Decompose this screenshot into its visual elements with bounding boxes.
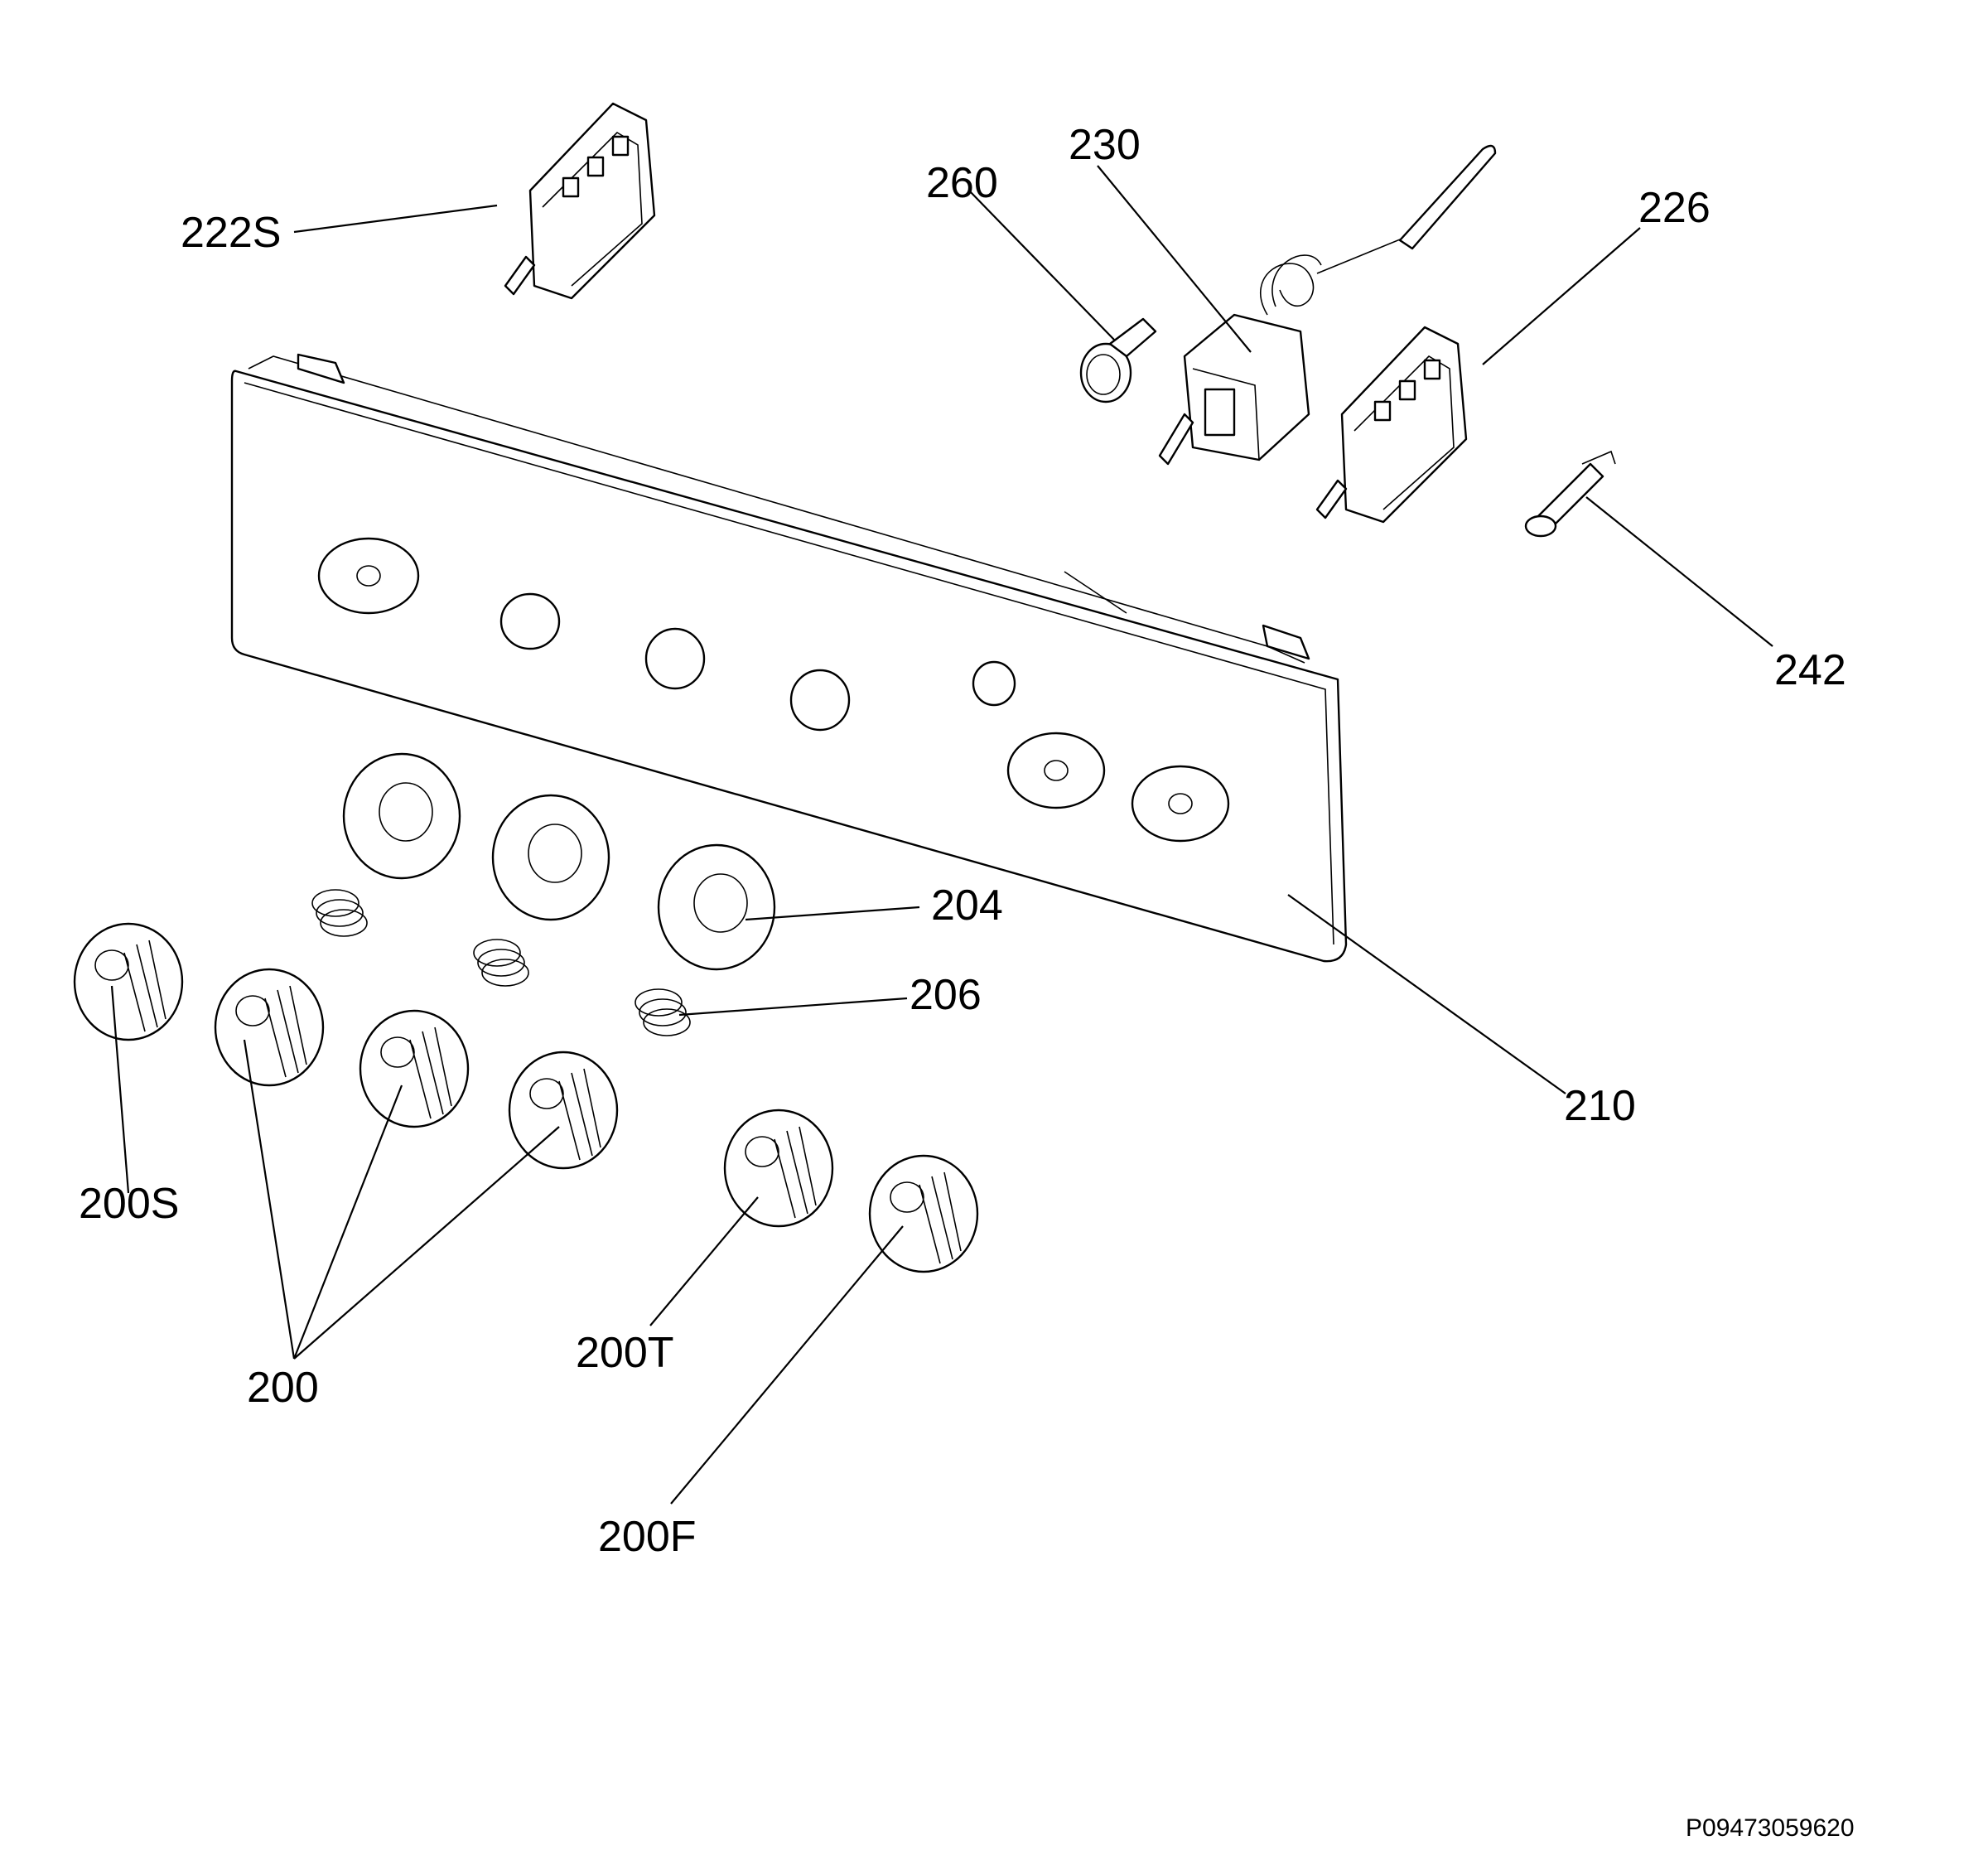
igniter-242: [1524, 450, 1616, 538]
panel-knob-hole-1: [317, 537, 420, 615]
knob-200-2: [359, 1009, 470, 1128]
panel-lamp-hole: [972, 660, 1016, 707]
knob-200-3: [508, 1051, 619, 1170]
callout-210: 210: [1564, 1082, 1636, 1130]
callout-200T: 200T: [576, 1329, 674, 1377]
callout-labels: 222S 260 230 226 242 210 204 206 200S 20…: [79, 121, 1846, 1561]
leader-lines: [110, 165, 1773, 1505]
callout-260: 260: [926, 159, 998, 207]
lamp-260: [1079, 317, 1157, 403]
callout-242: 242: [1774, 646, 1846, 694]
callout-200S: 200S: [79, 1180, 179, 1228]
callout-204: 204: [931, 882, 1003, 930]
knob-200S: [73, 922, 184, 1041]
knob-set: [73, 922, 979, 1273]
callout-230: 230: [1069, 121, 1141, 169]
control-panel-210: [230, 353, 1348, 963]
callout-222S: 222S: [181, 209, 281, 257]
panel-hole-3: [644, 627, 706, 690]
switch-222S: [504, 102, 656, 300]
thermostat-230: [1158, 144, 1497, 466]
knob-200F: [868, 1154, 979, 1273]
callout-200F: 200F: [598, 1513, 697, 1561]
knob-200T: [723, 1109, 834, 1228]
callout-206: 206: [910, 971, 982, 1019]
callout-226: 226: [1638, 184, 1711, 232]
reference-code: P09473059620: [1686, 1814, 1855, 1842]
panel-knob-hole-5: [1006, 732, 1106, 809]
bezel-set-204: [342, 752, 776, 971]
panel-hole-4: [789, 669, 851, 732]
spring-set-206: [311, 889, 691, 1036]
panel-knob-hole-6: [1131, 765, 1230, 843]
callout-200: 200: [247, 1364, 319, 1412]
knob-200-1: [214, 968, 325, 1087]
panel-hole-2: [499, 592, 561, 650]
switch-226: [1315, 326, 1468, 524]
